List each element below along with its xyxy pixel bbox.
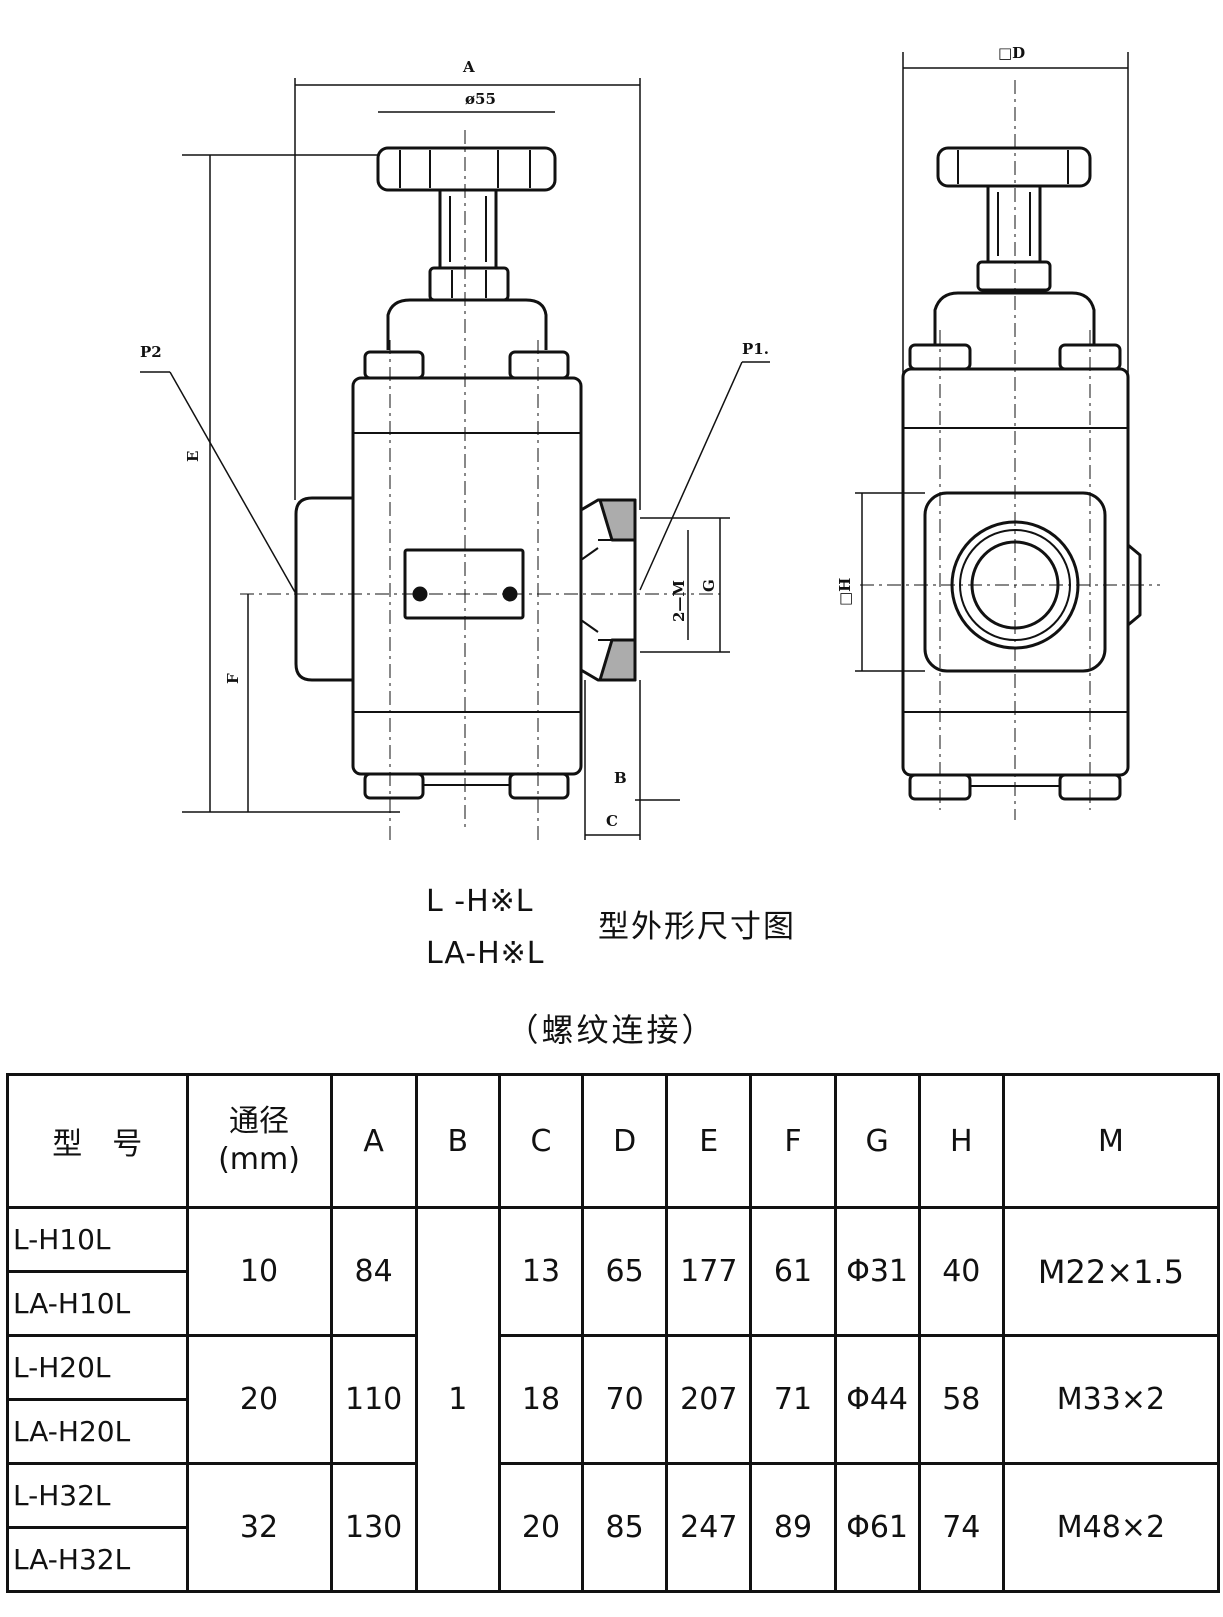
- dim-label-b: B: [614, 769, 627, 787]
- d-cell: 70: [581, 1334, 669, 1465]
- model-cell: LA-H10L: [6, 1270, 189, 1337]
- header-a: A: [329, 1073, 418, 1209]
- table-header-row: 型 号 通径 (mm) A B C D E F G H M: [6, 1073, 1221, 1209]
- a-cell: 84: [329, 1206, 418, 1337]
- model-line-2: LA-H※L: [426, 936, 545, 971]
- d-cell: 65: [581, 1206, 669, 1337]
- header-c: C: [497, 1073, 585, 1209]
- a-cell: 130: [329, 1462, 418, 1593]
- dimension-table: 型 号 通径 (mm) A B C D E F G H M L-H10L 10 …: [6, 1073, 1221, 1593]
- header-f: F: [749, 1073, 837, 1209]
- dim-label-a: A: [462, 58, 475, 76]
- dim-label-h: □H: [836, 578, 854, 606]
- a-cell: 110: [329, 1334, 418, 1465]
- header-b: B: [414, 1073, 501, 1209]
- connection-type-subtitle: （螺纹连接）: [506, 1011, 717, 1049]
- m-cell: M33×2: [1001, 1334, 1221, 1465]
- header-m: M: [1001, 1073, 1221, 1209]
- h-cell: 40: [917, 1206, 1005, 1337]
- c-cell: 20: [497, 1462, 585, 1593]
- figure-caption: 型外形尺寸图: [598, 909, 796, 945]
- port-label-p2: P2: [140, 343, 162, 361]
- m-cell: M22×1.5: [1001, 1206, 1221, 1337]
- dim-label-e: E: [184, 451, 202, 462]
- figure-title: L -H※L LA-H※L 型外形尺寸图: [0, 868, 1223, 978]
- valve-dimension-drawing: A ø55 P2 P1. E F 2—M G B C □D □H: [140, 44, 1160, 840]
- b-cell: 1: [414, 1206, 501, 1593]
- header-diameter-label: 通径: [229, 1104, 290, 1139]
- model-cell: LA-H20L: [6, 1398, 189, 1465]
- dim-label-g: G: [700, 579, 718, 592]
- diameter-cell: 10: [185, 1206, 333, 1337]
- header-diameter: 通径 (mm): [185, 1073, 333, 1209]
- h-cell: 74: [917, 1462, 1005, 1593]
- m-cell: M48×2: [1001, 1462, 1221, 1593]
- model-cell: LA-H32L: [6, 1526, 189, 1593]
- dim-label-f: F: [224, 673, 242, 684]
- g-cell: Φ44: [833, 1334, 921, 1465]
- header-d: D: [581, 1073, 669, 1209]
- f-cell: 61: [749, 1206, 837, 1337]
- header-g: G: [833, 1073, 921, 1209]
- diameter-cell: 20: [185, 1334, 333, 1465]
- e-cell: 247: [665, 1462, 753, 1593]
- left-view: [140, 78, 770, 840]
- table-row: LA-H20L: [6, 1398, 1219, 1465]
- table-row: L-H10L 10 84 1 13 65 177 61 Φ31 40 M22×1…: [6, 1206, 1221, 1593]
- table-row: L-H20L 20 110 18 70 207 71 Φ44 58 M33×2: [6, 1334, 1221, 1465]
- c-cell: 18: [497, 1334, 585, 1465]
- model-cell: L-H10L: [6, 1206, 189, 1273]
- header-diameter-unit: (mm): [218, 1142, 300, 1177]
- header-h: H: [917, 1073, 1005, 1209]
- model-names: L -H※L LA-H※L: [426, 876, 545, 980]
- diameter-cell: 32: [185, 1462, 333, 1593]
- c-cell: 13: [497, 1206, 585, 1337]
- table-row: LA-H10L: [6, 1270, 1219, 1337]
- model-cell: L-H32L: [6, 1462, 189, 1529]
- e-cell: 177: [665, 1206, 753, 1337]
- header-e: E: [665, 1073, 753, 1209]
- dim-label-c: C: [606, 812, 618, 830]
- g-cell: Φ31: [833, 1206, 921, 1337]
- dim-label-2m: 2—M: [670, 580, 688, 622]
- model-cell: L-H20L: [6, 1334, 189, 1401]
- port-label-p1: P1.: [742, 340, 769, 358]
- table-row: L-H32L 32 130 20 85 247 89 Φ61 74 M48×2: [6, 1462, 1221, 1593]
- header-model: 型 号: [6, 1073, 189, 1209]
- e-cell: 207: [665, 1334, 753, 1465]
- f-cell: 89: [749, 1462, 837, 1593]
- dim-label-d: □D: [998, 44, 1025, 62]
- model-line-1: L -H※L: [426, 884, 534, 919]
- g-cell: Φ61: [833, 1462, 921, 1593]
- f-cell: 71: [749, 1334, 837, 1465]
- right-view: [855, 52, 1160, 820]
- d-cell: 85: [581, 1462, 669, 1593]
- h-cell: 58: [917, 1334, 1005, 1465]
- dim-label-dia55: ø55: [465, 90, 496, 108]
- table-row: LA-H32L: [6, 1526, 1219, 1593]
